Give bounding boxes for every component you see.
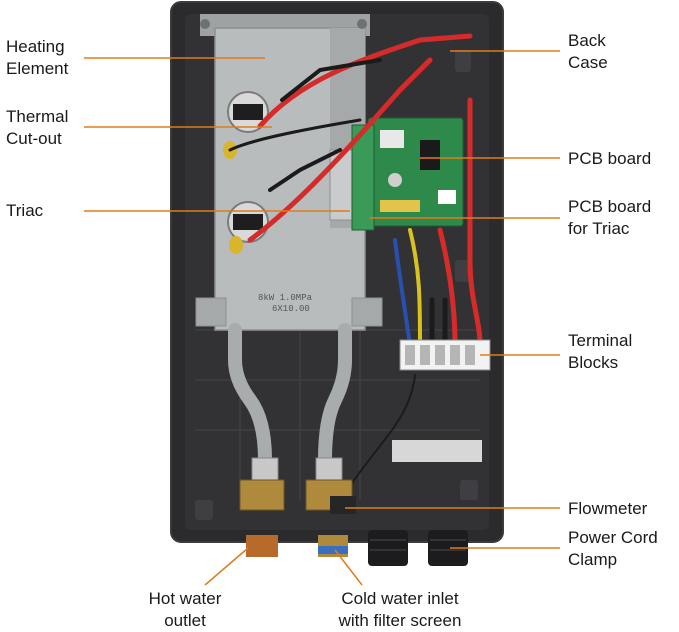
leader-cold-water-inlet [334, 549, 363, 586]
plate-text-line-2: 6X10.00 [272, 304, 310, 314]
sticker [392, 440, 482, 462]
terminal-blocks [399, 339, 491, 371]
leader-hot-water-outlet [204, 547, 249, 586]
label-pcb-board: PCB board [568, 149, 652, 168]
label-pcb-board-triac: PCB board for Triac [568, 197, 652, 238]
label-hot-water-outlet: Hot water outlet [148, 589, 222, 630]
plate-text-line-1: 8kW 1.0MPa [258, 293, 313, 303]
label-flowmeter: Flowmeter [568, 499, 648, 518]
power-cord-clamp [368, 530, 468, 566]
label-terminal-blocks: Terminal Blocks [568, 331, 633, 372]
label-cold-water-inlet: Cold water inlet with filter screen [338, 589, 462, 630]
label-thermal-cutout: Thermal Cut-out [6, 107, 69, 148]
pcb-board [367, 117, 464, 227]
pcb-board-triac [351, 124, 375, 231]
hot-water-fitting [239, 457, 285, 557]
label-back-case: Back Case [568, 31, 608, 72]
label-triac: Triac [6, 201, 44, 220]
label-heating-element: Heating Element [6, 37, 69, 78]
water-pipes [228, 323, 352, 467]
leader-lines [84, 50, 560, 586]
cold-water-fitting [305, 457, 353, 557]
label-power-cord-clamp: Power Cord Clamp [568, 528, 658, 569]
flowmeter [330, 496, 356, 514]
wiring [228, 33, 483, 501]
